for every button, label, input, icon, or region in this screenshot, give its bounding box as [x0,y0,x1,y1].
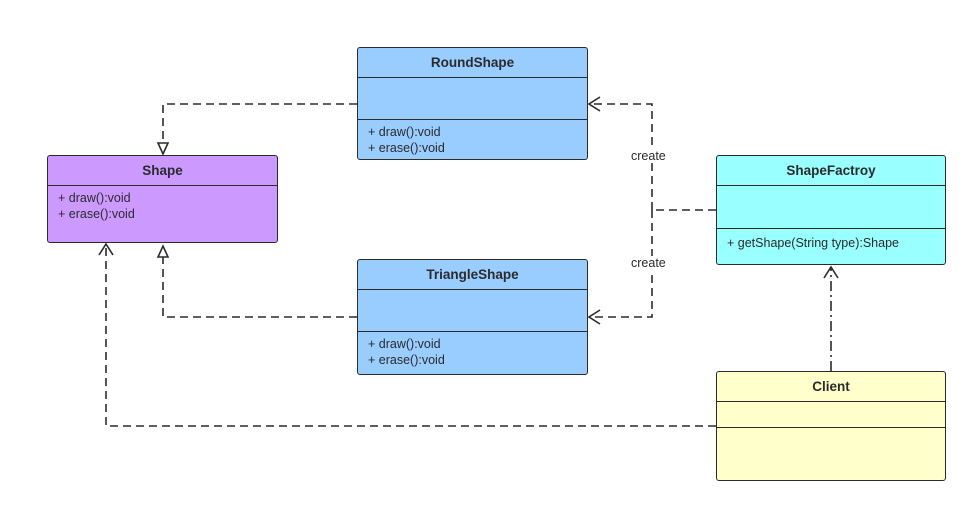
create-triangle-label: create [629,256,668,270]
triangle-to-shape-realization [162,255,357,318]
client-to-shape-arrowhead [98,242,114,256]
operation: + erase():void [368,141,445,155]
class-shape-factory-name: ShapeFactroy [717,156,945,186]
round-to-shape-arrowhead [156,142,170,156]
class-shape-operations: + draw():void + erase():void [48,186,277,226]
triangle-to-shape-arrowhead [156,244,170,258]
class-shape[interactable]: Shape + draw():void + erase():void [47,155,278,243]
factory-to-round-arrowhead [587,96,601,112]
class-triangle-shape-attributes [358,290,587,332]
client-to-shape-dependency [105,245,716,427]
round-to-shape-realization [162,103,357,145]
operation: + erase():void [368,353,445,367]
factory-to-triangle-arrowhead [587,309,601,325]
class-shape-factory-operations: + getShape(String type):Shape [717,229,945,255]
operation: + getShape(String type):Shape [727,236,899,250]
class-client-operations [717,428,945,436]
class-round-shape[interactable]: RoundShape + draw():void + erase():void [357,47,588,160]
client-to-factory-arrowhead [823,265,839,279]
class-triangle-shape-operations: + draw():void + erase():void [358,332,587,372]
create-round-label: create [629,149,668,163]
class-round-shape-operations: + draw():void + erase():void [358,120,587,160]
operation: + draw():void [58,191,131,205]
class-shape-factory-attributes [717,186,945,229]
class-triangle-shape[interactable]: TriangleShape + draw():void + erase():vo… [357,259,588,375]
factory-to-triangle-create [590,210,653,318]
factory-to-round-create [590,103,653,210]
class-triangle-shape-name: TriangleShape [358,260,587,290]
class-client-name: Client [717,372,945,402]
class-client-attributes [717,402,945,428]
operation: + draw():void [368,337,441,351]
operation: + draw():void [368,125,441,139]
class-shape-factory[interactable]: ShapeFactroy + getShape(String type):Sha… [716,155,946,265]
class-client[interactable]: Client [716,371,946,481]
operation: + erase():void [58,207,135,221]
class-round-shape-name: RoundShape [358,48,587,78]
class-round-shape-attributes [358,78,587,120]
class-shape-name: Shape [48,156,277,186]
